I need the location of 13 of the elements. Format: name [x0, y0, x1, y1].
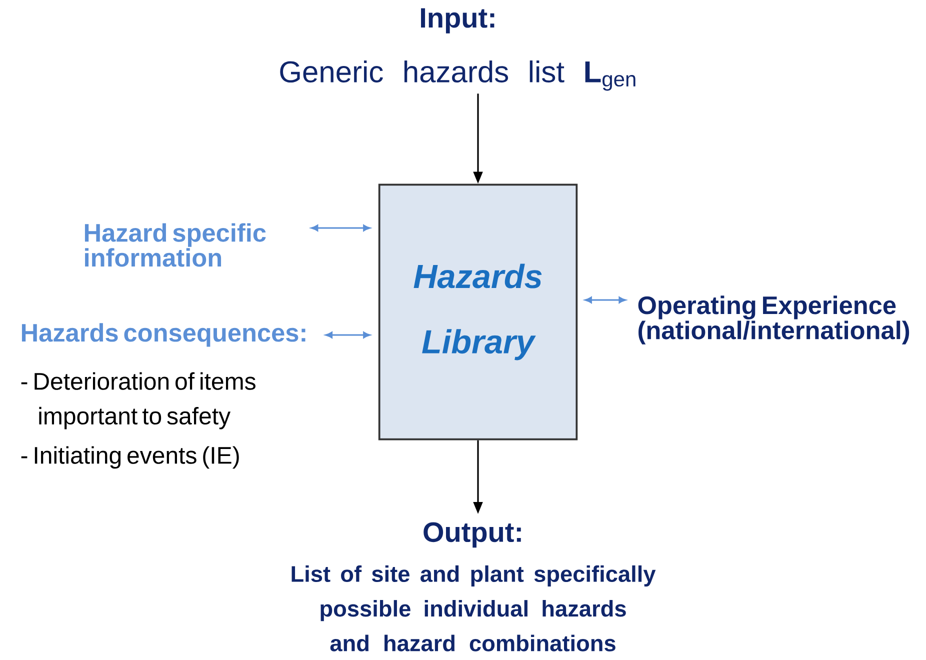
heading: Input:: [421, 8, 494, 34]
io-text: List of site and plant specifically possible individual hazards and hazard combinations: [292, 565, 656, 652]
library-box: Hazards Library: [378, 184, 578, 440]
arrow: [325, 332, 370, 338]
info-text: Hazards consequences:: [22, 323, 306, 347]
info-text: Hazard specific information: [84, 223, 266, 267]
arrow: [584, 296, 626, 304]
heading: Output:: [424, 522, 521, 548]
io-text: Generic hazards list L$_{gen}$: [280, 60, 636, 91]
arrow: [310, 224, 370, 232]
bullet-text: - Deterioration of items important to safety: [21, 372, 256, 430]
info-text: Operating Experience (national/international): [638, 296, 910, 344]
bullet-text: - Initiating events (IE): [21, 446, 239, 469]
